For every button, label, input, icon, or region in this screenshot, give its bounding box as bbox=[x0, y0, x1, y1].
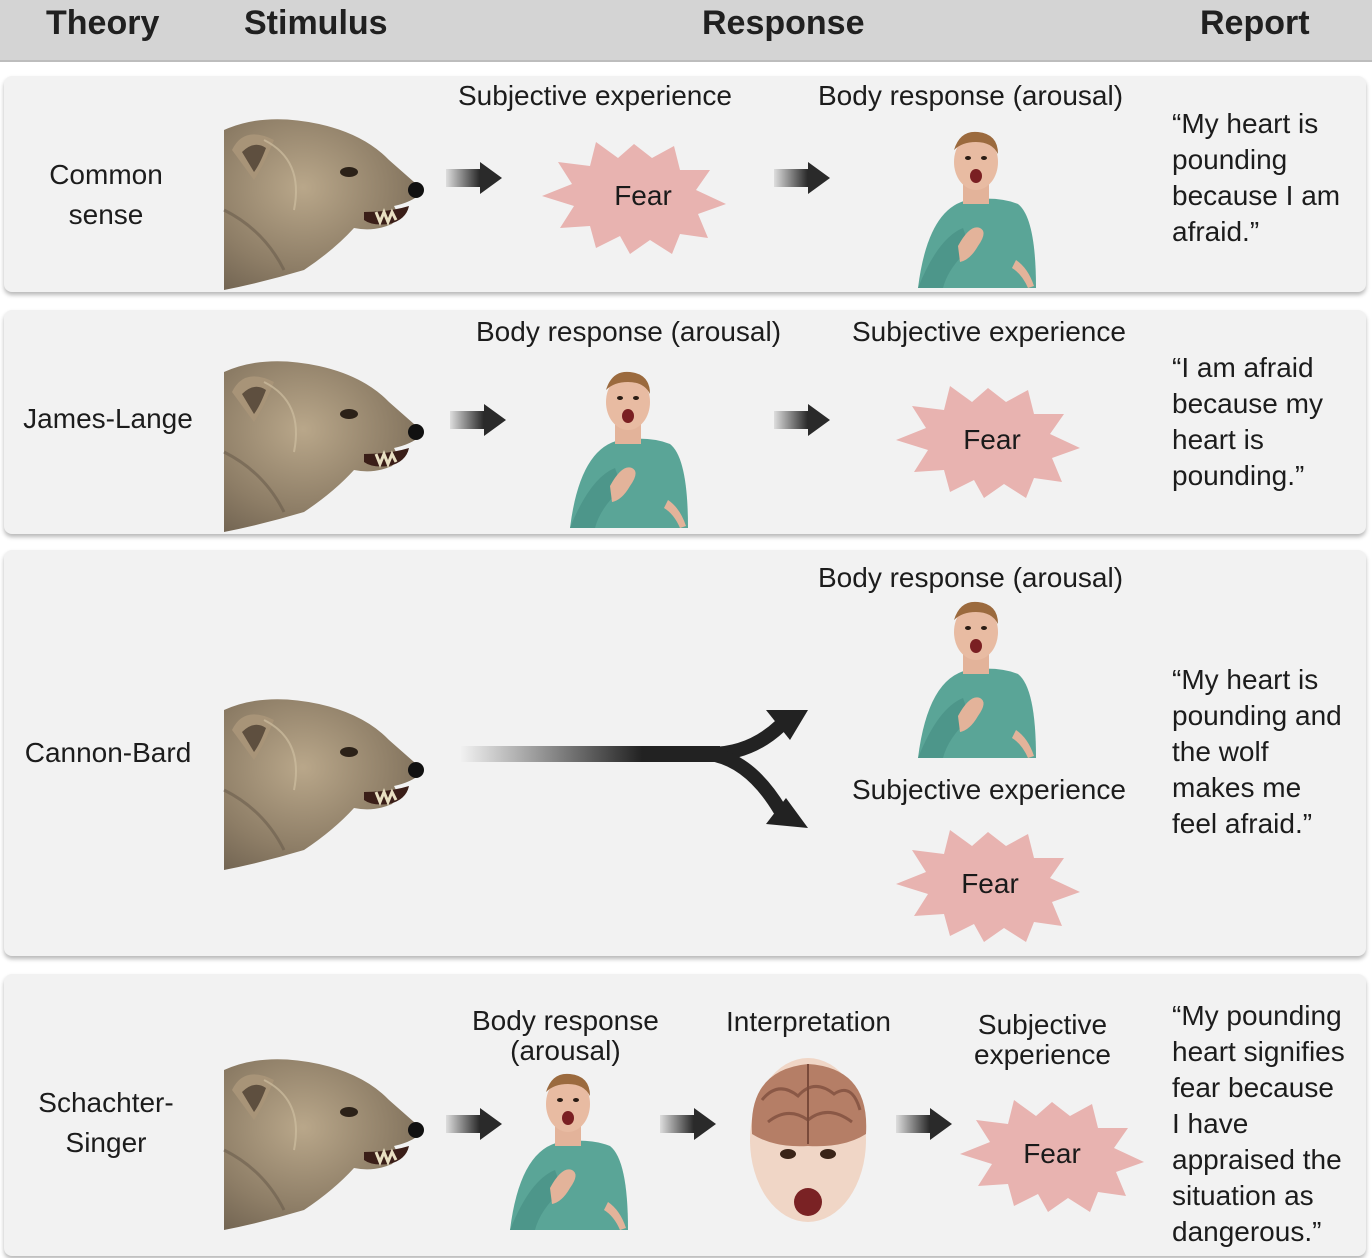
response-label: Body response(arousal) bbox=[472, 1005, 659, 1066]
wolf-illustration bbox=[222, 1057, 426, 1232]
arrow-icon bbox=[446, 1108, 502, 1140]
arrow-icon bbox=[450, 404, 506, 436]
theory-label: James-Lange bbox=[23, 403, 193, 434]
header-response: Response bbox=[702, 4, 865, 42]
response-label: Subjective experience bbox=[458, 80, 732, 111]
theory-label: sense bbox=[68, 199, 144, 230]
frightened-person-illustration bbox=[510, 1073, 628, 1230]
fear-label: Fear bbox=[961, 868, 1019, 899]
split-arrow-icon bbox=[460, 710, 808, 828]
fear-label: Fear bbox=[1023, 1138, 1081, 1169]
arrow-icon bbox=[774, 404, 830, 436]
response-label: Body response (arousal) bbox=[476, 316, 782, 347]
frightened-person-illustration bbox=[918, 131, 1036, 288]
wolf-illustration bbox=[222, 697, 426, 872]
arrow-icon bbox=[896, 1108, 952, 1140]
response-label: Body response (arousal) bbox=[818, 80, 1124, 111]
arrow-icon bbox=[446, 162, 502, 194]
theory-label: Common bbox=[49, 159, 163, 190]
arrow-icon bbox=[660, 1108, 716, 1140]
fear-label: Fear bbox=[614, 180, 672, 211]
response-label: Interpretation bbox=[726, 1006, 891, 1037]
header-bar: Theory Stimulus Response Report bbox=[0, 0, 1372, 62]
header-theory: Theory bbox=[46, 4, 160, 42]
theory-label: Singer bbox=[65, 1127, 147, 1158]
fear-label: Fear bbox=[963, 424, 1021, 455]
theory-label: Cannon-Bard bbox=[24, 737, 192, 768]
brain-head-illustration bbox=[748, 1056, 868, 1224]
response-label: Subjective experience bbox=[852, 316, 1126, 347]
frightened-person-illustration bbox=[570, 371, 688, 528]
frightened-person-illustration bbox=[918, 601, 1036, 758]
wolf-illustration bbox=[222, 359, 426, 534]
wolf-illustration bbox=[222, 117, 426, 292]
header-stimulus: Stimulus bbox=[244, 4, 388, 42]
theory-label: Schachter- bbox=[38, 1087, 174, 1118]
response-label: Body response (arousal) bbox=[818, 562, 1124, 593]
response-label: Subjective experience bbox=[852, 774, 1126, 805]
arrow-icon bbox=[774, 162, 830, 194]
header-report: Report bbox=[1200, 4, 1310, 42]
